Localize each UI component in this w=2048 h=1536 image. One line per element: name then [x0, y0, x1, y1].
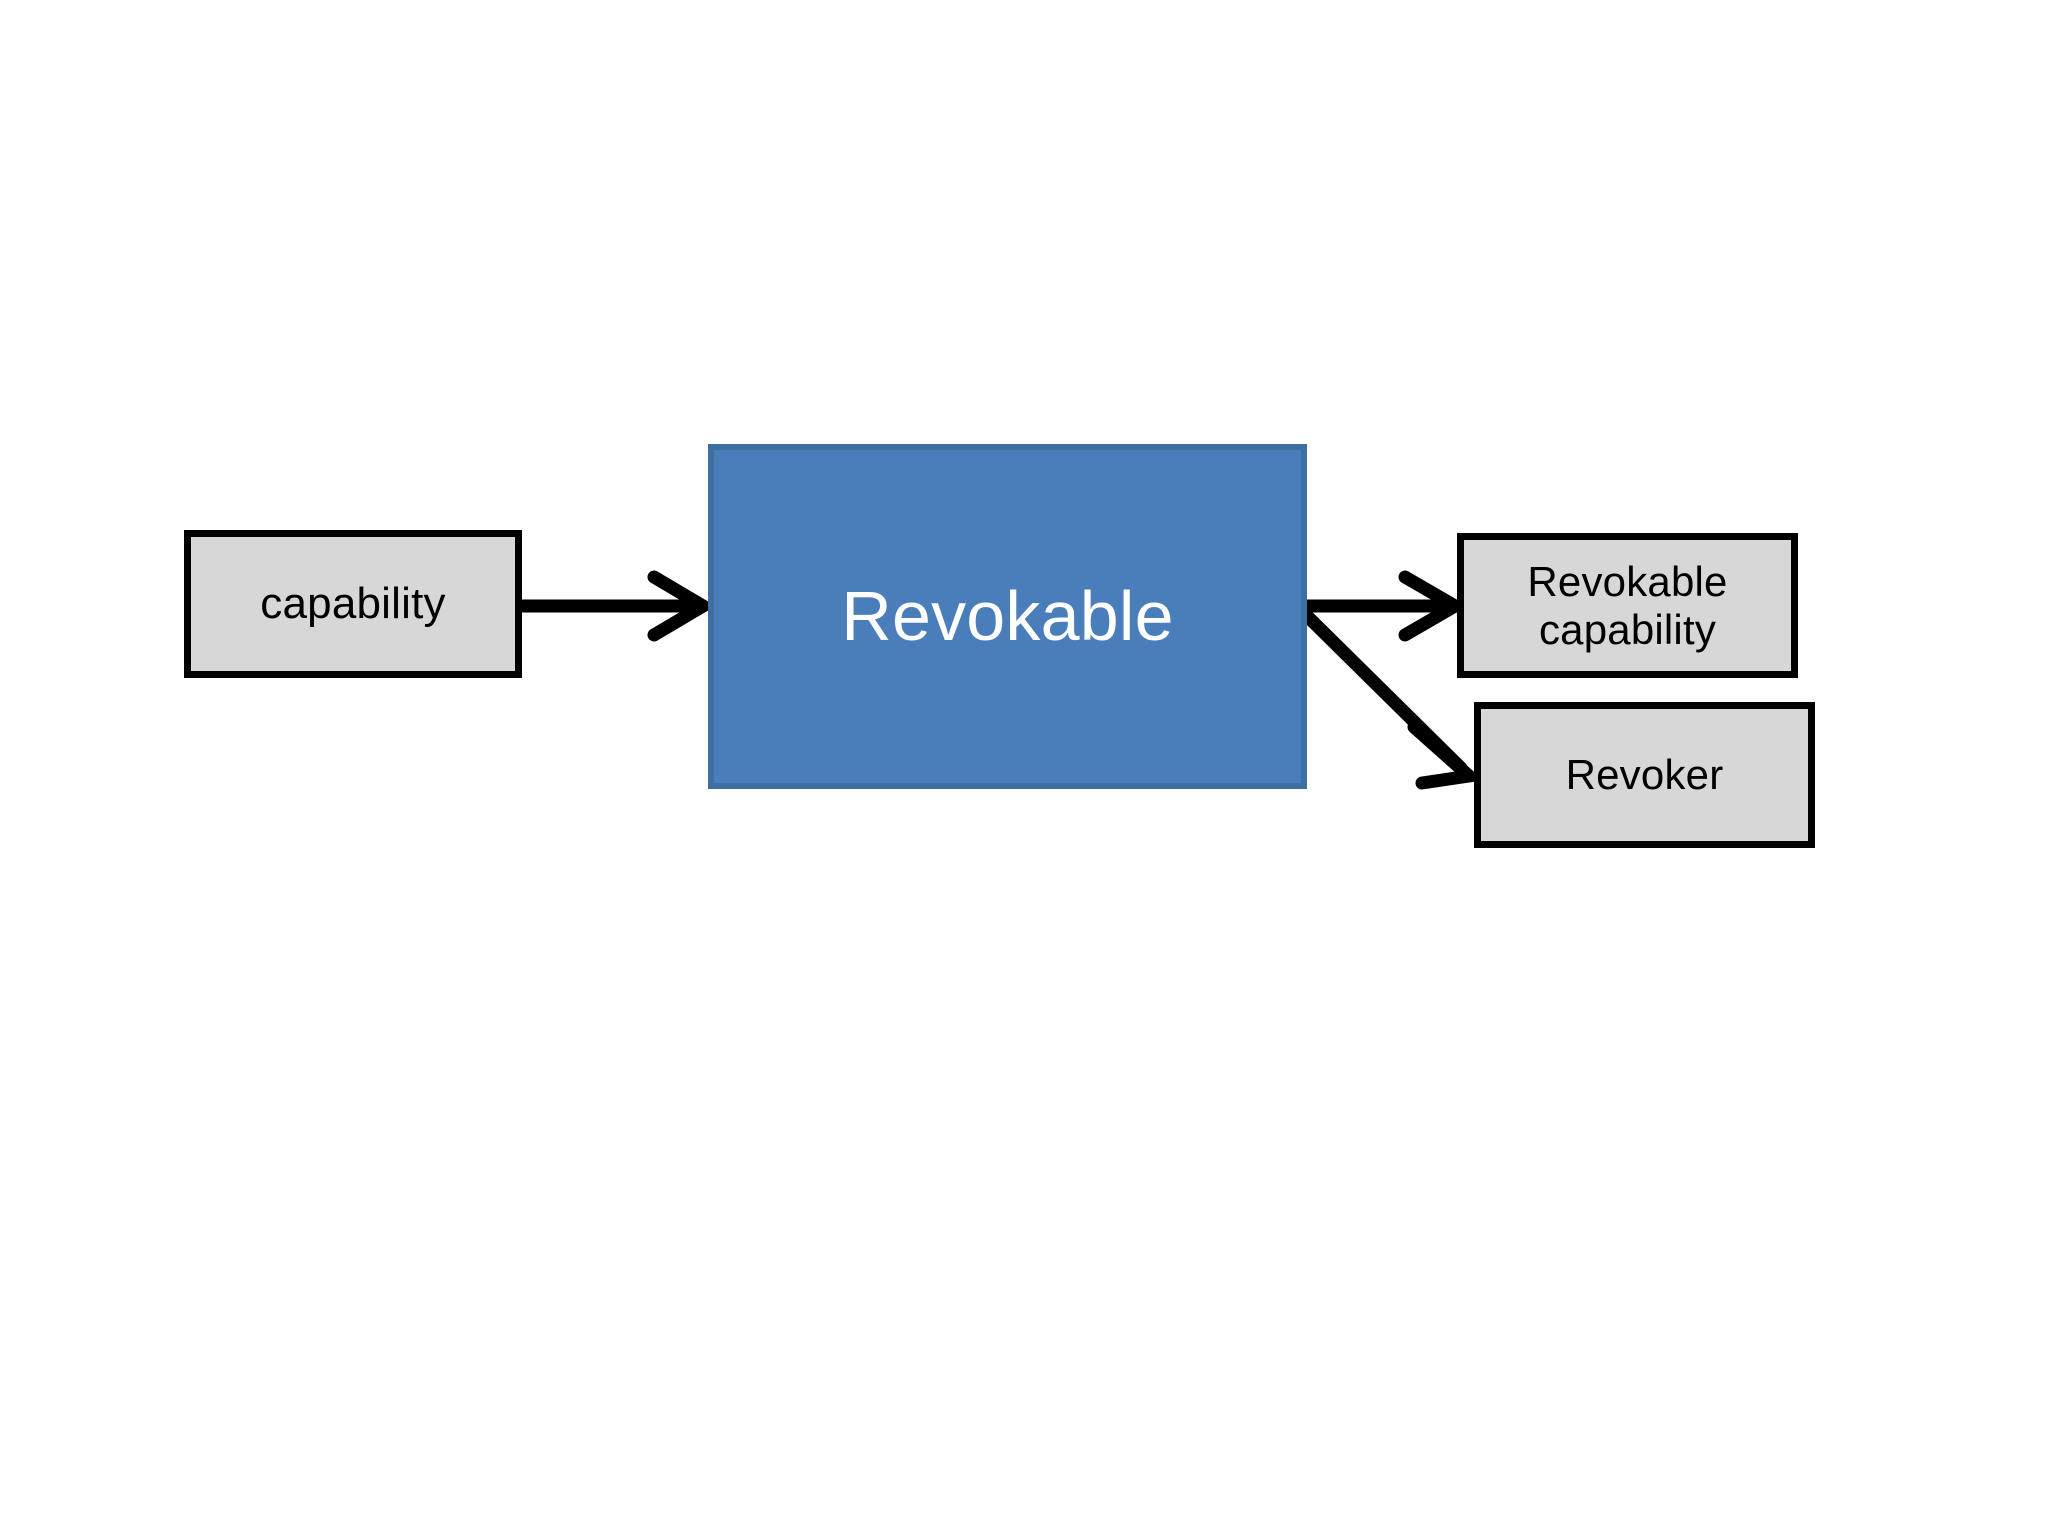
edge-capability-to-revokable: [522, 570, 716, 642]
node-revokable-capability[interactable]: Revokable capability: [1457, 533, 1798, 678]
node-revoker[interactable]: Revoker: [1474, 702, 1815, 848]
edge-revokable-to-revokable-capability: [1299, 570, 1468, 642]
node-revoker-label: Revoker: [1565, 751, 1724, 799]
node-revokable-capability-label: Revokable capability: [1527, 558, 1728, 653]
node-capability-label: capability: [260, 579, 446, 629]
node-revokable-label: Revokable: [841, 577, 1174, 656]
node-revokable[interactable]: Revokable: [708, 444, 1307, 789]
edge-revokable-to-revoker: [1294, 603, 1484, 790]
node-capability[interactable]: capability: [184, 530, 522, 678]
